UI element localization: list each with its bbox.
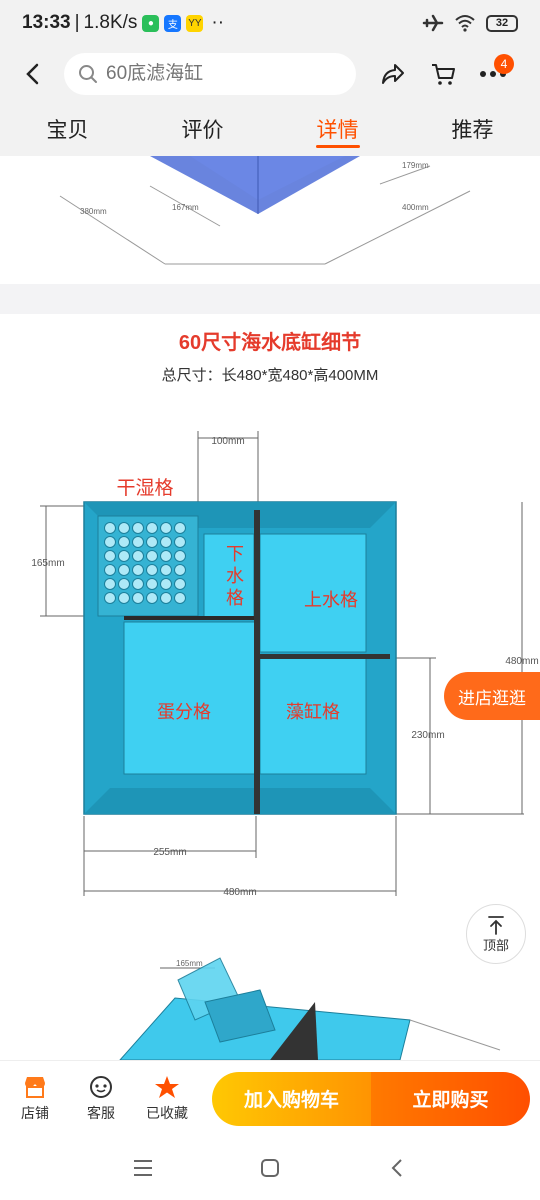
cart-icon: [432, 64, 455, 85]
dim-bottom-left: 255mm: [153, 847, 186, 858]
filter-plate: [104, 522, 186, 604]
dim-179: 179mm: [402, 161, 429, 170]
tab-baobei[interactable]: 宝贝: [46, 119, 89, 142]
dim-380: 380mm: [80, 207, 107, 216]
bottom-action-bar: 店铺 客服 已收藏 加入购物车 立即购买: [0, 1060, 540, 1136]
tab-reviews[interactable]: 评价: [181, 119, 224, 142]
search-input[interactable]: [106, 63, 326, 85]
battery-indicator: 32: [486, 14, 518, 32]
dim-left-height: 165mm: [31, 558, 64, 569]
more-button[interactable]: 4: [468, 46, 518, 102]
back-to-top-button[interactable]: 顶部: [466, 904, 526, 964]
home-square-icon: [260, 1159, 279, 1177]
arrow-up-icon: [488, 915, 504, 935]
wechat-icon: ●: [142, 14, 160, 32]
bottom-isometric-diagram: 165mm: [119, 957, 501, 1060]
dim-bottom-total: 480mm: [223, 887, 256, 898]
recents-button[interactable]: [113, 1146, 173, 1190]
detail-tabs: 宝贝 评价 详情 推荐: [0, 102, 540, 156]
search-icon: [79, 65, 97, 83]
cart-button[interactable]: [418, 46, 468, 102]
enter-store-button[interactable]: 进店逛逛: [444, 672, 540, 720]
buy-now-button[interactable]: 立即购买: [371, 1071, 530, 1126]
dim-top-width: 100mm: [211, 436, 244, 447]
section-title: 60尺寸海水底缸细节: [178, 332, 362, 354]
cta-group: 加入购物车 立即购买: [212, 1071, 530, 1126]
service-label: 客服: [87, 1104, 115, 1121]
chamber-algae: [259, 657, 367, 775]
to-top-label: 顶部: [482, 937, 509, 953]
chamber-up-water: [259, 533, 367, 653]
wifi-icon: [455, 15, 475, 32]
shop-icon: [25, 1076, 45, 1098]
label-algae: 藻缸格: [286, 701, 340, 722]
tab-recommend[interactable]: 推荐: [451, 119, 494, 142]
alipay-icon: 支: [164, 14, 182, 32]
detail-content: 179mm 167mm 380mm 400mm 60尺寸海水底缸细节 总尺寸：长…: [0, 156, 540, 1060]
label-down-water-3: 格: [226, 588, 244, 608]
top-isometric-diagram: 179mm 167mm 380mm 400mm: [59, 156, 471, 265]
add-to-cart-button[interactable]: 加入购物车: [212, 1071, 371, 1126]
label-up-water: 上水格: [304, 590, 358, 610]
label-down-water-2: 水: [226, 566, 244, 586]
dim-bottom-165: 165mm: [176, 959, 203, 968]
dim-right-lower: 230mm: [411, 730, 444, 741]
label-protein: 蛋分格: [157, 702, 211, 722]
system-navigation: [0, 1136, 540, 1200]
favorite-label: 已收藏: [146, 1104, 188, 1121]
tab-details[interactable]: 详情: [270, 102, 405, 156]
shop-button[interactable]: 店铺: [2, 1075, 68, 1123]
dim-right-total: 480mm: [505, 656, 538, 667]
search-box[interactable]: [64, 53, 356, 95]
sump-layout-diagram: 100mm 165mm 480mm 230mm 255mm 480mm: [31, 431, 539, 898]
chamber-protein: [123, 621, 257, 775]
shop-label: 店铺: [21, 1104, 49, 1121]
network-speed: 1.8K/s: [83, 12, 138, 33]
baffle-dry-wet: [124, 616, 254, 620]
section-divider: [0, 284, 540, 314]
home-button[interactable]: [240, 1146, 300, 1190]
label-down-water-1: 下: [226, 544, 244, 564]
back-button[interactable]: [0, 46, 64, 102]
menu-icon: [134, 1160, 153, 1176]
baffle-vertical: [254, 510, 260, 814]
dim-400: 400mm: [402, 203, 429, 212]
message-badge: 4: [494, 54, 514, 74]
status-time: 13:33: [22, 12, 71, 33]
chamber-down-water: [203, 533, 255, 619]
status-right: 32: [422, 13, 518, 33]
status-divider: |: [74, 12, 80, 33]
chevron-left-icon: [26, 63, 39, 85]
more-notifications: ··: [211, 12, 225, 33]
star-icon: [155, 1075, 179, 1098]
label-dry-wet: 干湿格: [116, 477, 173, 499]
service-button[interactable]: 客服: [68, 1075, 134, 1123]
chevron-left-icon: [391, 1159, 402, 1177]
share-icon: [382, 64, 404, 84]
airplane-icon: [422, 14, 444, 32]
status-bar: 13:33 | 1.8K/s ● 支 YY ·· 32: [0, 0, 540, 46]
header: 4: [0, 46, 540, 102]
system-back-button[interactable]: [367, 1146, 427, 1190]
favorite-button[interactable]: 已收藏: [134, 1075, 200, 1123]
customer-service-icon: [90, 1075, 112, 1098]
share-button[interactable]: [368, 46, 418, 102]
baffle-horizontal: [258, 654, 390, 659]
section-subtitle: 总尺寸：长480*宽480*高400MM: [161, 367, 379, 384]
dim-167: 167mm: [172, 203, 199, 212]
yy-icon: YY: [186, 14, 204, 32]
